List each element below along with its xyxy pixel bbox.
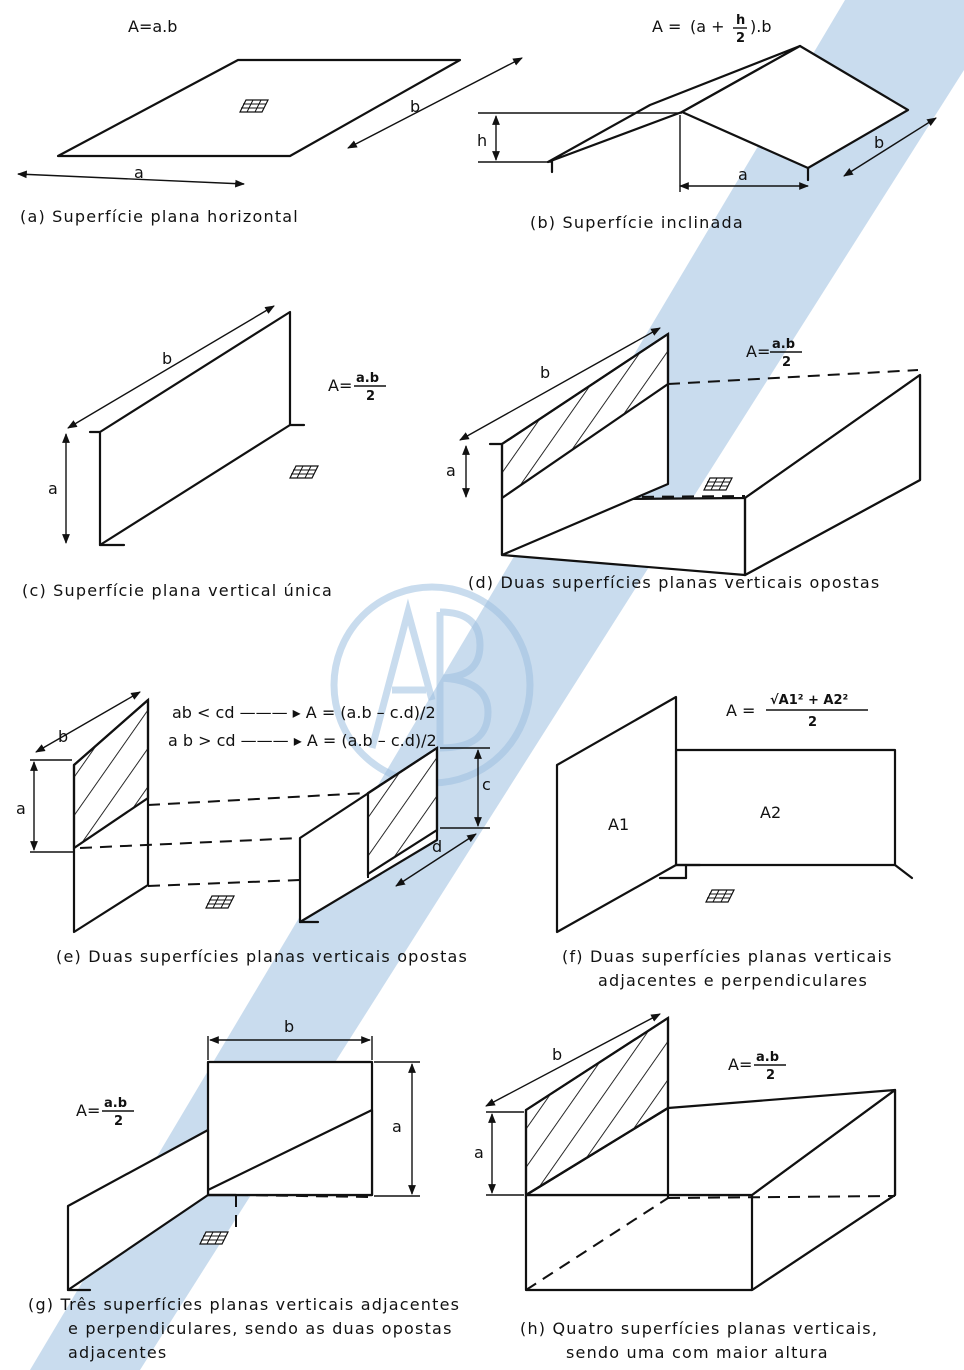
figure-c-dim-a: a [48, 479, 58, 498]
figure-a-dim-b: b [410, 97, 420, 116]
figure-e-caption: (e) Duas superfícies planas verticais op… [56, 947, 468, 966]
figure-a-caption: (a) Superfície plana horizontal [20, 207, 299, 226]
figure-g: b a A= a.b 2 (g) Três superfícies planas… [28, 1017, 460, 1362]
figure-h-caption-line2: sendo uma com maior altura [566, 1343, 829, 1362]
figure-e-formula-line2: a b > cd ——— ▸ A = (a.b – c.d)/2 [168, 731, 437, 750]
figure-f-formula-prefix: A = [726, 701, 755, 720]
figure-b-formula-prefix: A = [652, 17, 681, 36]
figure-h-dim-a: a [474, 1143, 484, 1162]
figure-g-dim-b: b [284, 1017, 294, 1036]
figure-d-dim-a: a [446, 461, 456, 480]
figure-a-dim-a: a [134, 163, 144, 182]
figure-c: a b A= a.b 2 (c) Superfície plana vertic… [22, 305, 386, 600]
figure-h-formula-den: 2 [766, 1068, 775, 1083]
figure-c-wall [98, 310, 292, 547]
figure-b-caption: (b) Superfície inclinada [530, 213, 744, 232]
figure-e-drain-grate-icon [205, 895, 235, 909]
figure-e-dim-b: b [58, 727, 68, 746]
figure-f-drain-grate-icon [705, 889, 735, 903]
figure-g-formula-den: 2 [114, 1114, 123, 1129]
figure-e-dim-a: a [16, 799, 26, 818]
figure-d-formula-den: 2 [782, 355, 791, 370]
figure-b-formula-num: h [736, 13, 745, 28]
figure-h-formula-prefix: A= [728, 1055, 752, 1074]
figure-d-formula-prefix: A= [746, 342, 770, 361]
figure-g-formula-prefix: A= [76, 1101, 100, 1120]
figure-h-caption-line1: (h) Quatro superfícies planas verticais, [520, 1319, 878, 1338]
figure-f-label-a2: A2 [760, 803, 781, 822]
figure-b-dim-h: h [477, 131, 487, 150]
figure-e-formula-line1: ab < cd ——— ▸ A = (a.b – c.d)/2 [172, 703, 436, 722]
figure-a: a b A=a.b (a) Superfície plana horizonta… [17, 17, 523, 226]
figure-b: h a b A = (a + h 2 ).b (b) Superfície in… [477, 13, 937, 232]
figure-c-drain-grate-icon [289, 465, 319, 479]
figure-c-formula-prefix: A= [328, 376, 352, 395]
figure-f-caption-line1: (f) Duas superfícies planas verticais [562, 947, 893, 966]
figure-c-caption: (c) Superfície plana vertical única [22, 581, 333, 600]
figure-h-formula-num: a.b [756, 1050, 779, 1065]
figure-g-dim-a: a [392, 1117, 402, 1136]
figure-d-dim-b: b [540, 363, 550, 382]
figure-b-formula-body: (a + [690, 17, 725, 36]
figure-e-dim-c: c [482, 775, 491, 794]
figure-g-caption-line2: e perpendiculares, sendo as duas opostas [68, 1319, 453, 1338]
figure-b-dim-b: b [874, 133, 884, 152]
figure-f: A1 A2 A = √A1² + A2² 2 (f) Duas superfíc… [555, 693, 914, 990]
figure-d-far-wall [743, 373, 922, 577]
figure-g-caption-line1: (g) Três superfícies planas verticais ad… [28, 1295, 460, 1314]
figure-c-formula-num: a.b [356, 371, 379, 386]
figure-e-dim-d: d [432, 837, 442, 856]
figure-d: b a A= a.b 2 (d) Duas superfícies planas… [446, 327, 922, 592]
figure-d-formula-num: a.b [772, 337, 795, 352]
watermark-diagonal-band [30, 0, 964, 1370]
figure-d-drain-grate-icon [703, 477, 733, 491]
figure-a-formula: A=a.b [128, 17, 177, 36]
figure-e: a b c d ab < cd ——— ▸ A = (a.b – c.d)/2 … [16, 691, 491, 966]
figure-c-formula-den: 2 [366, 389, 375, 404]
figure-c-dim-b: b [162, 349, 172, 368]
figure-b-dim-a: a [738, 165, 748, 184]
figure-g-formula-num: a.b [104, 1096, 127, 1111]
figure-h-dim-b: b [552, 1045, 562, 1064]
figure-b-formula-suffix: ).b [750, 17, 771, 36]
figure-d-caption: (d) Duas superfícies planas verticais op… [468, 573, 880, 592]
figure-f-label-a1: A1 [608, 815, 629, 834]
figure-f-wall-a2 [674, 748, 897, 867]
figure-e-right-hatched [366, 745, 439, 877]
figure-f-formula-den: 2 [808, 715, 817, 730]
figure-h: b a A= a.b 2 (h) Quatro superfícies plan… [474, 1013, 897, 1362]
figure-f-caption-line2: adjacentes e perpendiculares [598, 971, 868, 990]
figure-f-formula-num: √A1² + A2² [770, 693, 848, 708]
figure-g-caption-line3: adjacentes [68, 1343, 167, 1362]
figure-b-formula-den: 2 [736, 31, 745, 46]
